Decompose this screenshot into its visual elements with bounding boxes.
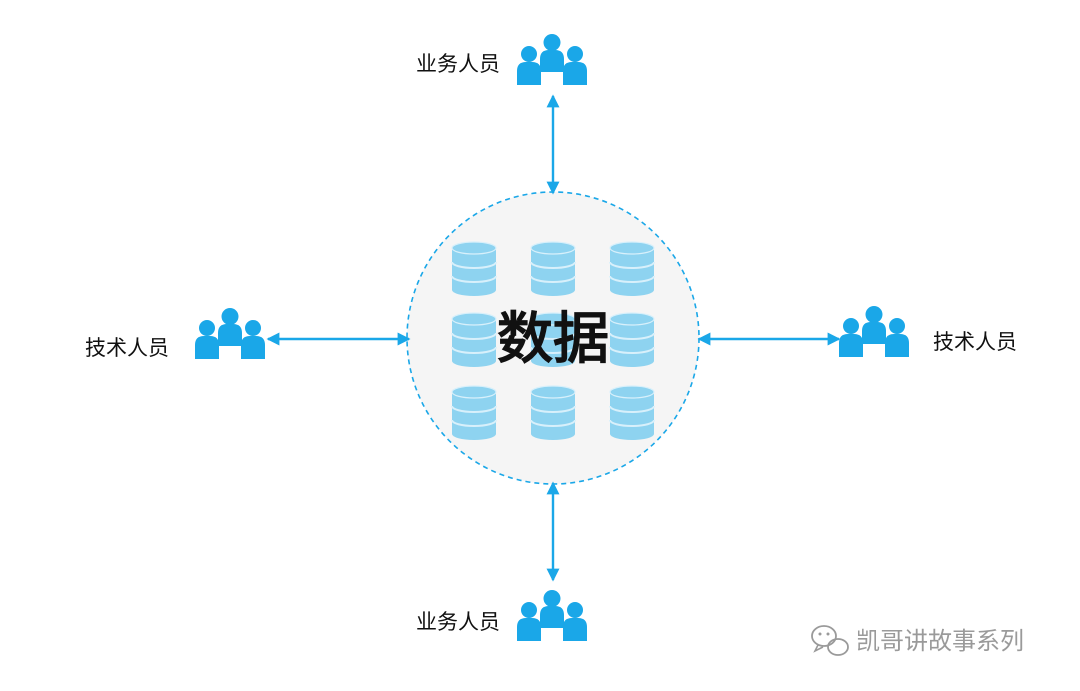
wechat-icon	[811, 625, 849, 656]
connectors	[266, 94, 841, 582]
users-group-icon	[195, 308, 265, 359]
database-icon	[451, 385, 497, 440]
role-top-label: 业务人员	[416, 52, 500, 76]
database-icon	[609, 312, 655, 367]
users-group-icon	[517, 34, 587, 85]
users-group-icon	[517, 590, 587, 641]
role-left: 技术人员	[85, 308, 265, 360]
database-icon	[530, 385, 576, 440]
watermark-text: 凯哥讲故事系列	[856, 627, 1024, 655]
role-right: 技术人员	[839, 306, 1017, 357]
database-icon	[609, 241, 655, 296]
hub-label: 数据	[497, 307, 609, 372]
watermark: 凯哥讲故事系列	[811, 625, 1024, 656]
role-top: 业务人员	[416, 34, 587, 85]
database-icon	[451, 241, 497, 296]
data-hub: 数据	[406, 191, 700, 485]
users-group-icon	[839, 306, 909, 357]
database-grid	[451, 241, 655, 440]
database-icon	[530, 312, 576, 367]
role-right-label: 技术人员	[933, 330, 1017, 354]
role-bottom: 业务人员	[416, 590, 587, 641]
database-icon	[609, 385, 655, 440]
role-bottom-label: 业务人员	[416, 610, 500, 634]
database-icon	[451, 312, 497, 367]
database-icon	[530, 241, 576, 296]
role-left-label: 技术人员	[85, 336, 169, 360]
